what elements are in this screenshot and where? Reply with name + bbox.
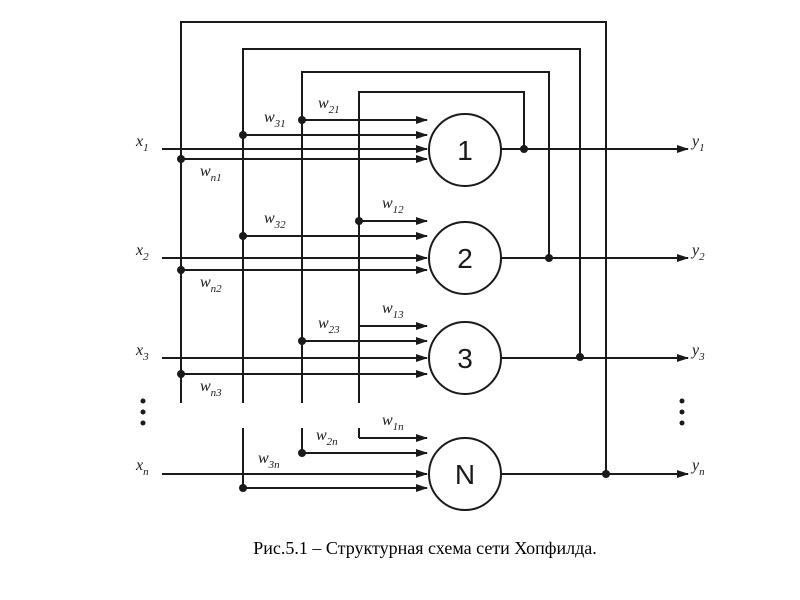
junction-dot <box>239 484 247 492</box>
neuron-row-3: 3 <box>162 321 689 395</box>
neuron-row-n: N <box>162 434 689 511</box>
feedback-loop-2 <box>301 71 550 403</box>
neuron-1 <box>428 113 502 187</box>
junction-dot <box>520 145 528 153</box>
input-label-xn: xn <box>135 457 149 478</box>
weight-label-32: w32 <box>264 210 286 231</box>
weight-label-23: w23 <box>318 315 340 336</box>
weight-label-12: w12 <box>382 195 404 216</box>
feedback-loop-n <box>180 21 607 474</box>
ellipsis-right <box>679 398 685 426</box>
neuron-n <box>428 437 502 511</box>
figure-caption: Рис.5.1 – Структурная схема сети Хопфилд… <box>253 538 597 558</box>
feedback-loop-1 <box>358 91 525 403</box>
neuron-2 <box>428 221 502 295</box>
input-label-x2: x2 <box>135 242 149 263</box>
junction-dot <box>298 337 306 345</box>
neuron-3-label: 3 <box>457 343 473 374</box>
junction-dot <box>239 131 247 139</box>
weight-label-21: w21 <box>318 95 340 116</box>
junction-dot <box>602 470 610 478</box>
weight-label-3n: w3n <box>258 450 280 471</box>
neuron-3 <box>428 321 502 395</box>
weight-label-n3: wn3 <box>200 378 222 399</box>
neuron-row-1: 1 <box>162 113 689 187</box>
junction-dot <box>177 155 185 163</box>
junction-dot <box>177 266 185 274</box>
weight-label-31: w31 <box>264 109 286 130</box>
output-label-y2: y2 <box>690 242 705 263</box>
weight-label-n2: wn2 <box>200 274 222 295</box>
junction-dot <box>298 449 306 457</box>
junction-dot <box>355 217 363 225</box>
neuron-1-label: 1 <box>457 135 473 166</box>
output-label-y3: y3 <box>690 342 705 363</box>
neuron-n-label: N <box>455 459 475 490</box>
junction-dot <box>177 370 185 378</box>
weight-label-13: w13 <box>382 300 404 321</box>
junction-dot <box>298 116 306 124</box>
weight-label-1n: w1n <box>382 412 404 433</box>
ellipsis-left <box>140 398 146 426</box>
input-label-x1: x1 <box>135 133 149 154</box>
junction-dot <box>239 232 247 240</box>
input-label-x3: x3 <box>135 342 149 363</box>
output-label-y1: y1 <box>690 133 705 154</box>
neuron-row-2: 2 <box>162 217 689 295</box>
junction-dot <box>576 353 584 361</box>
output-label-yn: yn <box>690 457 705 478</box>
junction-dot <box>545 254 553 262</box>
feedback-bus <box>180 21 607 488</box>
neuron-2-label: 2 <box>457 243 473 274</box>
weight-label-2n: w2n <box>316 427 338 448</box>
feedback-loop-3 <box>242 48 581 403</box>
weight-label-n1: wn1 <box>200 163 222 184</box>
